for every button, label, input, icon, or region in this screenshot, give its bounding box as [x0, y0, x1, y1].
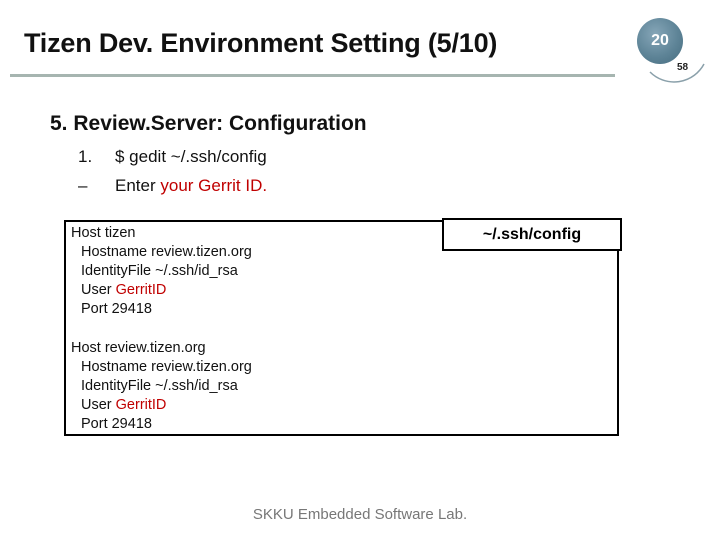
- config-user-label: User: [81, 282, 116, 298]
- config-user-value: GerritID: [115, 282, 167, 298]
- list-number: 1.: [78, 147, 93, 166]
- instruction-highlight: your Gerrit ID.: [160, 176, 268, 195]
- config-file-box: Host tizen Hostname review.tizen.org Ide…: [64, 220, 619, 436]
- slide-title: Tizen Dev. Environment Setting (5/10): [24, 28, 498, 58]
- config-host-line: Host review.tizen.org: [71, 340, 206, 356]
- config-identity-line: IdentityFile ~/.ssh/id_rsa: [81, 378, 238, 394]
- config-host-block: Host review.tizen.org Hostname review.ti…: [71, 339, 252, 434]
- config-user-line: User GerritID: [71, 396, 252, 415]
- footer-text: SKKU Embedded Software Lab.: [252, 506, 468, 523]
- config-hostname-line: Hostname review.tizen.org: [81, 244, 252, 260]
- config-user-value: GerritID: [115, 397, 167, 413]
- config-port-line: Port 29418: [81, 301, 152, 317]
- config-port-line: Port 29418: [81, 416, 152, 432]
- config-file-label: ~/.ssh/config: [442, 218, 622, 251]
- config-host-line: Host tizen: [71, 225, 136, 241]
- slide-number-badge: 20: [637, 18, 683, 64]
- config-host-block: Host tizen Hostname review.tizen.org Ide…: [71, 224, 252, 319]
- command-text: $ gedit ~/.ssh/config: [115, 147, 267, 166]
- page-number: 58: [677, 62, 689, 73]
- page-number-arc-icon: [649, 63, 705, 83]
- slide-number-badge-text: 20: [651, 32, 669, 49]
- instruction-plain: Enter: [115, 176, 161, 195]
- list-dash: –: [78, 176, 88, 195]
- title-divider: [10, 74, 615, 77]
- config-user-line: User GerritID: [71, 281, 252, 300]
- section-heading: 5. Review.Server: Configuration: [50, 112, 367, 135]
- config-hostname-line: Hostname review.tizen.org: [81, 359, 252, 375]
- config-identity-line: IdentityFile ~/.ssh/id_rsa: [81, 263, 238, 279]
- config-user-label: User: [81, 397, 116, 413]
- instruction-text: Enter your Gerrit ID.: [115, 176, 267, 196]
